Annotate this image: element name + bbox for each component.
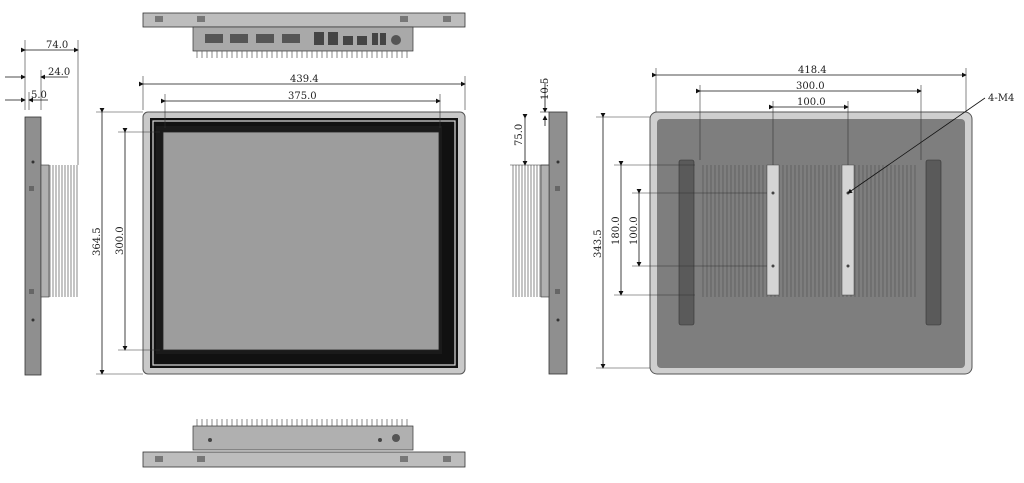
- dim-vesa-inner: 100.0: [797, 97, 826, 108]
- dim-side-depth: 74.0: [46, 40, 68, 51]
- dim-front-height: 364.5: [92, 227, 103, 256]
- back-foot-right: [925, 159, 942, 326]
- vesa-bracket-left: [766, 164, 780, 296]
- bottom-fins: [196, 419, 408, 426]
- io-ports: [205, 32, 401, 45]
- top-view: [142, 12, 466, 58]
- screen-area: [162, 131, 440, 351]
- dim-screen-width: 375.0: [288, 91, 317, 102]
- bottom-view: [142, 419, 466, 468]
- dim-vesa-outer: 300.0: [796, 81, 825, 92]
- back-foot-left: [678, 159, 695, 326]
- right-side-fins: [512, 165, 541, 297]
- top-fins: [196, 51, 408, 58]
- dim-vesa-height-outer: 180.0: [611, 216, 622, 245]
- left-side-dimensions: 74.0 24.0 5.0: [5, 40, 79, 165]
- dim-back-height: 343.5: [593, 229, 604, 258]
- right-side-view: [512, 111, 568, 375]
- dim-back-width: 418.4: [798, 65, 827, 76]
- left-side-fins: [49, 165, 78, 297]
- front-view: [142, 111, 466, 375]
- back-dimensions: 418.4 300.0 100.0 4-M4 343.5 180.0 100.0: [593, 65, 1014, 369]
- dim-side-lip: 5.0: [31, 90, 47, 101]
- screw-label: 4-M4: [988, 93, 1014, 104]
- left-side-view: [24, 116, 78, 376]
- dim-front-width: 439.4: [290, 74, 319, 85]
- dim-side-upper: 75.0: [514, 124, 525, 146]
- dim-side-top: 10.5: [540, 78, 551, 100]
- dim-side-bezel: 24.0: [48, 67, 70, 78]
- dim-screen-height: 300.0: [115, 226, 126, 255]
- vesa-bracket-right: [841, 164, 855, 296]
- front-dimensions: 439.4 375.0 364.5 300.0: [92, 74, 466, 375]
- back-view: [649, 111, 973, 375]
- right-side-dimensions: 10.5 75.0: [510, 78, 551, 166]
- dim-vesa-height-inner: 100.0: [629, 216, 640, 245]
